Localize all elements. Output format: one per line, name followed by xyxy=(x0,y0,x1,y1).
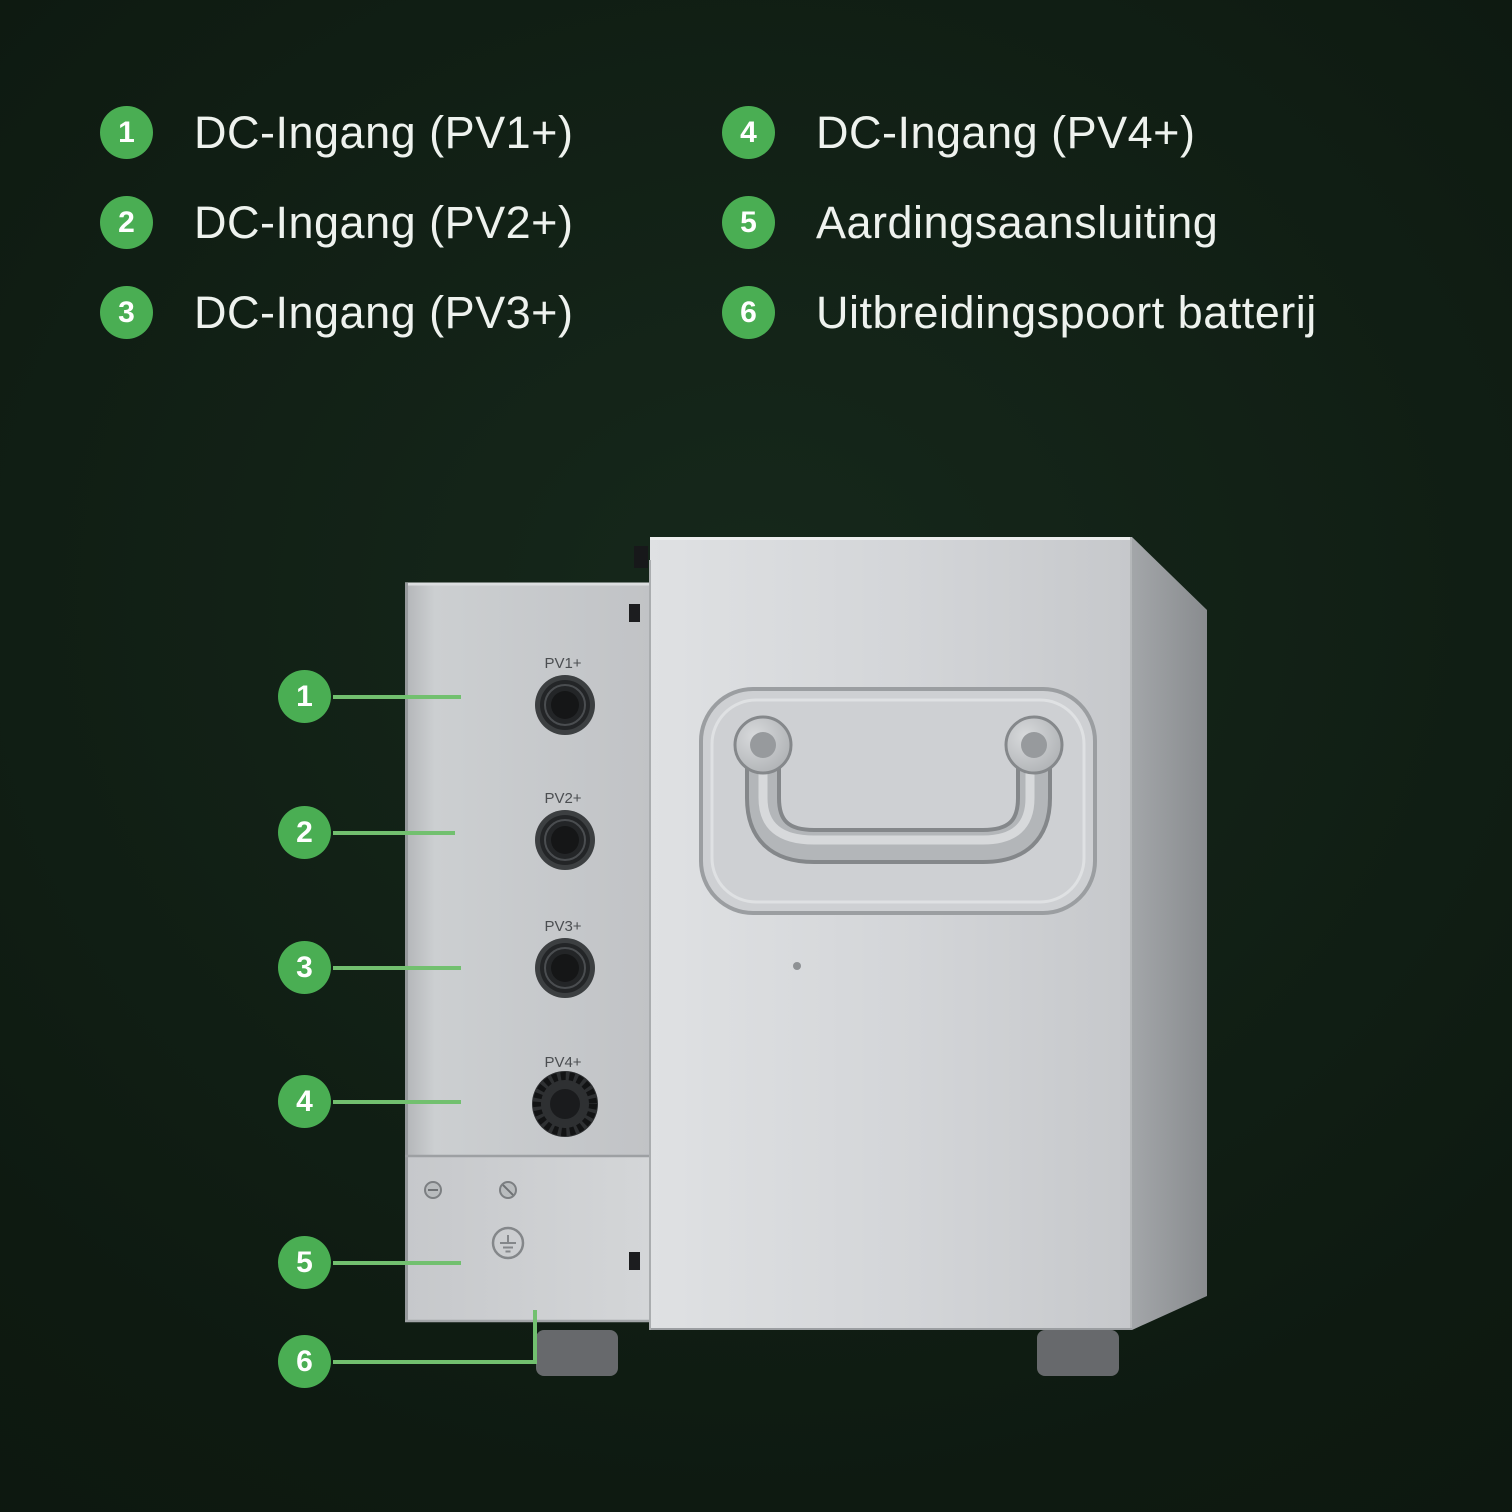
pv-port-4: PV4+ xyxy=(532,1054,598,1137)
legend-badge-2: 2 xyxy=(100,196,153,249)
mounting-clip-upper xyxy=(629,604,640,622)
grounding-area xyxy=(424,1181,525,1260)
front-face-screw xyxy=(793,962,801,970)
device-front-face xyxy=(650,537,1132,1330)
callout-badge-4: 4 xyxy=(278,1075,331,1128)
callout-badge-2: 2 xyxy=(278,806,331,859)
legend-item-3: 3 DC-Ingang (PV3+) xyxy=(100,286,573,339)
callout-badge-1: 1 xyxy=(278,670,331,723)
device-handle xyxy=(699,687,1097,915)
callout-line-4 xyxy=(333,1100,461,1104)
device-port-panel xyxy=(405,583,651,1155)
legend-label-3: DC-Ingang (PV3+) xyxy=(194,286,574,338)
pv-port-label-3: PV3+ xyxy=(544,918,581,935)
callout-line-6 xyxy=(333,1360,537,1364)
legend-label-6: Uitbreidingspoort batterij xyxy=(816,286,1317,338)
pv-port-3: PV3+ xyxy=(535,918,595,998)
legend-item-5: 5 Aardingsaansluiting xyxy=(722,196,1218,249)
callout-line-3 xyxy=(333,966,461,970)
legend-badge-4: 4 xyxy=(722,106,775,159)
callout-line-6-vertical xyxy=(533,1310,537,1364)
mounting-clip-top xyxy=(634,546,648,568)
device-foot-right xyxy=(1037,1330,1119,1376)
pv-port-label-1: PV1+ xyxy=(544,655,581,672)
pv-port-2: PV2+ xyxy=(535,790,595,870)
legend-item-4: 4 DC-Ingang (PV4+) xyxy=(722,106,1195,159)
legend-label-1: DC-Ingang (PV1+) xyxy=(194,106,574,158)
legend-label-4: DC-Ingang (PV4+) xyxy=(816,106,1196,158)
legend-item-2: 2 DC-Ingang (PV2+) xyxy=(100,196,573,249)
legend-item-1: 1 DC-Ingang (PV1+) xyxy=(100,106,573,159)
legend-badge-1: 1 xyxy=(100,106,153,159)
legend-badge-6: 6 xyxy=(722,286,775,339)
callout-line-5 xyxy=(333,1261,461,1265)
mounting-clip-lower xyxy=(629,1252,640,1270)
legend-label-2: DC-Ingang (PV2+) xyxy=(194,196,574,248)
legend-badge-5: 5 xyxy=(722,196,775,249)
callout-line-1 xyxy=(333,695,461,699)
pv-port-label-2: PV2+ xyxy=(544,790,581,807)
callout-badge-3: 3 xyxy=(278,941,331,994)
device-foot-left xyxy=(536,1330,618,1376)
callout-badge-6: 6 xyxy=(278,1335,331,1388)
device-ground-panel xyxy=(405,1155,651,1322)
legend-badge-3: 3 xyxy=(100,286,153,339)
legend-label-5: Aardingsaansluiting xyxy=(816,196,1219,248)
callout-line-2 xyxy=(333,831,455,835)
device-side-face xyxy=(1132,537,1207,1330)
ground-symbol-icon xyxy=(491,1226,525,1260)
pv-port-label-4: PV4+ xyxy=(544,1054,581,1071)
legend-item-6: 6 Uitbreidingspoort batterij xyxy=(722,286,1317,339)
callout-badge-5: 5 xyxy=(278,1236,331,1289)
pv-port-1: PV1+ xyxy=(535,655,595,735)
